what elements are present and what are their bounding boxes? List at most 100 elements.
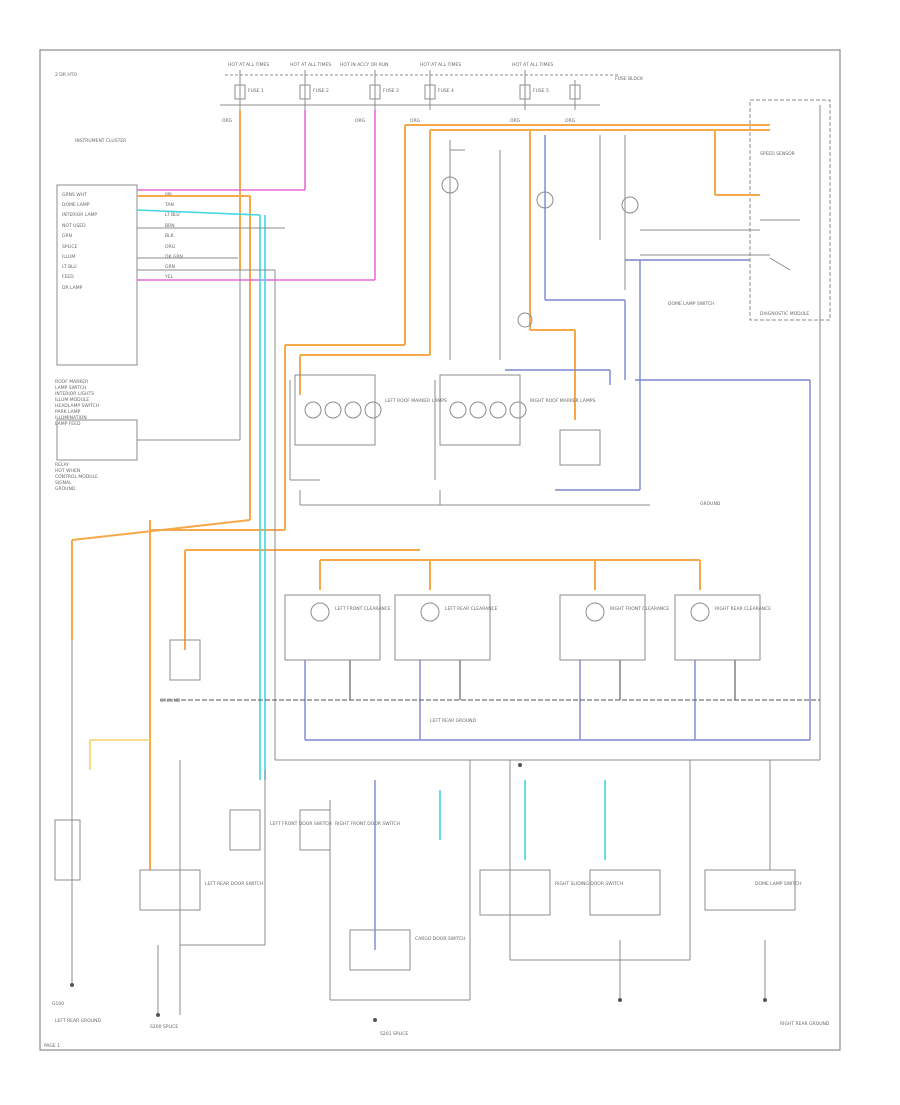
left-note-8: LAMP FEED [55,421,81,427]
switch-label-3: RIGHT FRONT DOOR SWITCH [335,821,400,827]
instrument-cluster-module [56,184,138,366]
module-pin-2: DOME LAMP [62,202,90,208]
left-side-notes: ROOF MARKER LAMP SWITCH INTERIOR LIGHTS … [55,379,99,492]
yellow-wires [89,739,150,770]
fuse-label-3: HOT IN ACCY OR RUN [340,62,389,68]
fuse-sublabel-5: FUSE 5 [533,88,549,94]
module-pin-7: ILLUM [62,254,75,260]
module-pin-3: INTERIOR LAMP [62,212,97,218]
fuse-label-2: HOT AT ALL TIMES [290,62,331,68]
cargo-lamp-box [169,639,201,681]
left-note-2: LAMP SWITCH [55,385,86,391]
pin-wire-3: LT BLU [165,212,180,218]
connector-label-1: ORG [222,118,233,124]
ground-label-4: G100 [52,1001,64,1007]
pin-wire-4: BRN [165,223,175,229]
door-switches [54,809,796,971]
fuse-block [220,70,620,110]
left-note-7: ILLUMINATION [55,415,87,421]
fuse-label-1: HOT AT ALL TIMES [228,62,269,68]
left-lower-4: SIGNAL [55,480,72,486]
clearance-lamp-1: LEFT FRONT CLEARANCE [335,606,391,612]
switch-label-5: RIGHT SLIDING DOOR SWITCH [555,881,623,887]
pin-wire-7: DK GRN [165,254,183,260]
fuse-labels: HOT AT ALL TIMES HOT AT ALL TIMES HOT IN… [228,62,644,94]
left-roof-lamp-group [294,374,382,446]
module-pin-9: FEED [62,274,74,280]
fuse-sublabel-3: FUSE 3 [383,88,399,94]
lamp-group-label-left: LEFT ROOF MARKER LAMPS [385,398,447,404]
right-component-box [640,99,831,321]
right-roof-lamp-group [439,374,527,446]
bottom-note-3: S201 SPLICE [380,1031,408,1037]
left-note-5: HEADLAMP SWITCH [55,403,99,409]
module-pin-labels: GRNS WHT DOME LAMP INTERIOR LAMP NOT USE… [62,192,97,291]
module-label: INSTRUMENT CLUSTER [75,138,126,144]
right-box-text-2: DIAGNOSTIC MODULE [760,311,809,317]
pin-wire-9: YEL [164,274,174,280]
switch-label-4: CARGO DOOR SWITCH [415,936,466,942]
module-pin-10: DR LAMP [62,285,83,291]
ground-label-2: LEFT REAR GROUND [430,718,476,724]
module-pin-5: GRN [62,233,72,239]
lamp-group-label-right: RIGHT ROOF MARKER LAMPS [530,398,595,404]
connector-label-3: ORG [410,118,421,124]
bottom-note-4: RIGHT REAR GROUND [780,1021,830,1027]
upper-lamps [441,176,639,328]
switch-label-2: LEFT FRONT DOOR SWITCH [270,821,332,827]
clearance-lamps [284,594,761,661]
left-lower-1: RELAY [55,462,69,468]
diagram-border [39,49,841,1051]
switch-label-1: LEFT REAR DOOR SWITCH [205,881,263,887]
clearance-lamp-4: RIGHT REAR CLEARANCE [715,606,771,612]
ground-label-1: GROUND [700,501,721,507]
ground-label-3: GROUND [160,698,181,704]
left-lower-2: HOT WHEN [55,468,80,474]
dark-ground-wires [160,660,820,701]
ground-labels: GROUND LEFT REAR GROUND GROUND G100 [52,501,721,1007]
right-box-text-3: DOME LAMP SWITCH [668,301,715,307]
fuse-sublabel-1: FUSE 1 [248,88,264,94]
module-pin-1: GRNS WHT [62,192,87,198]
module-wire-labels: PPL TAN LT BLU BRN BLK ORG DK GRN GRN YE… [164,192,183,280]
left-lower-3: CONTROL MODULE [55,474,98,480]
orange-wires [71,110,770,870]
pin-wire-8: GRN [165,264,175,270]
module-pin-6: SPLICE [62,244,78,250]
right-roof-relay [559,429,601,466]
clearance-lamp-3: RIGHT FRONT CLEARANCE [610,606,669,612]
pink-wires [137,110,376,281]
right-box-text-1: SPEED SENSOR [760,151,795,157]
pin-wire-5: BLK [165,233,175,239]
left-lower-5: GROUND [55,486,76,492]
connector-label-4: ORG [510,118,521,124]
left-note-4: ILLUM MODULE [55,397,89,403]
module-pin-8: LT BLU [62,264,77,270]
fuse-label-5: HOT AT ALL TIMES [512,62,553,68]
bottom-note-2: S200 SPLICE [150,1024,178,1030]
fuse-block-label: FUSE BLOCK [615,76,644,82]
left-note-3: INTERIOR LIGHTS [55,391,94,397]
cyan-wires [136,209,606,860]
bottom-notes: LEFT REAR GROUND S200 SPLICE S201 SPLICE… [55,1018,830,1037]
blue-wires [304,135,811,950]
left-note-1: ROOF MARKER [55,379,88,385]
switch-label-6: DOME LAMP SWITCH [755,881,802,887]
connector-labels: ORG ORG ORG ORG ORG [222,118,576,124]
pin-wire-6: ORG [165,244,176,250]
pin-wire-2: TAN [164,202,174,208]
module-pin-4: NOT USED [62,223,86,229]
fuse-sublabel-2: FUSE 2 [313,88,329,94]
connector-label-2: ORG [355,118,366,124]
left-note-6: PARK LAMP [55,409,81,415]
bottom-note-1: LEFT REAR GROUND [55,1018,101,1024]
connector-label-5: ORG [565,118,576,124]
header-note: 2 DR HTO [55,72,77,78]
ground-symbols [70,763,767,1022]
page-number: PAGE 1 [44,1043,60,1049]
fuse-label-4: HOT AT ALL TIMES [420,62,461,68]
clearance-lamp-2: LEFT REAR CLEARANCE [445,606,498,612]
fuse-sublabel-4: FUSE 4 [438,88,454,94]
